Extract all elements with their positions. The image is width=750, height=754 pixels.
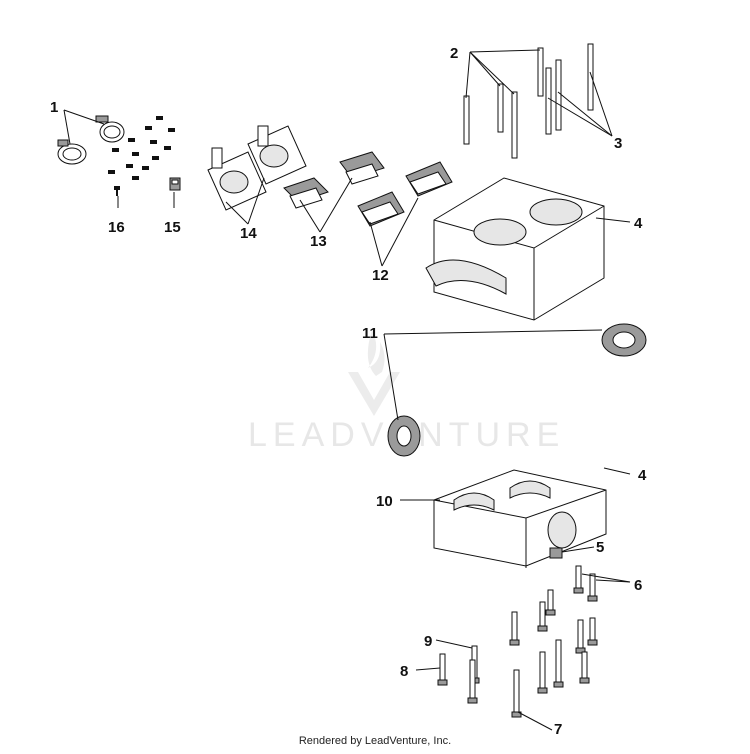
callout-9: 9 <box>424 633 432 650</box>
callout-15: 15 <box>164 219 181 236</box>
crankshaft-seals <box>387 323 647 457</box>
callout-5: 5 <box>596 539 604 556</box>
callout-numbers: 1 2 3 4 4 5 6 7 8 9 10 11 12 13 14 15 16 <box>50 45 647 738</box>
callout-3: 3 <box>614 135 622 152</box>
callout-12: 12 <box>372 267 389 284</box>
watermark-v-icon <box>348 372 400 416</box>
crankcase-bolts <box>437 565 598 718</box>
hose-clamps <box>57 115 125 165</box>
small-block-fitting <box>169 177 181 191</box>
callout-2: 2 <box>450 45 458 62</box>
callout-4-lower: 4 <box>638 467 647 484</box>
reed-valve-blocks <box>357 161 453 227</box>
callout-14: 14 <box>240 225 257 242</box>
small-screws <box>108 116 175 196</box>
callout-11: 11 <box>362 325 378 342</box>
reed-cages <box>283 151 385 209</box>
callout-1: 1 <box>50 99 58 116</box>
leader-lines <box>63 49 631 731</box>
callout-4-upper: 4 <box>634 215 643 232</box>
drain-plug <box>549 547 563 559</box>
callout-7: 7 <box>554 721 562 738</box>
intake-manifolds <box>207 125 307 211</box>
callout-6: 6 <box>634 577 642 594</box>
callout-16: 16 <box>108 219 125 236</box>
upper-crankcase <box>425 177 605 321</box>
callout-13: 13 <box>310 233 327 250</box>
callout-10: 10 <box>376 493 393 510</box>
footer-credit: Rendered by LeadVenture, Inc. <box>298 735 452 747</box>
callout-8: 8 <box>400 663 408 680</box>
watermark-flame-icon <box>367 330 385 376</box>
cylinder-studs <box>463 43 594 159</box>
lower-crankcase <box>433 469 607 568</box>
